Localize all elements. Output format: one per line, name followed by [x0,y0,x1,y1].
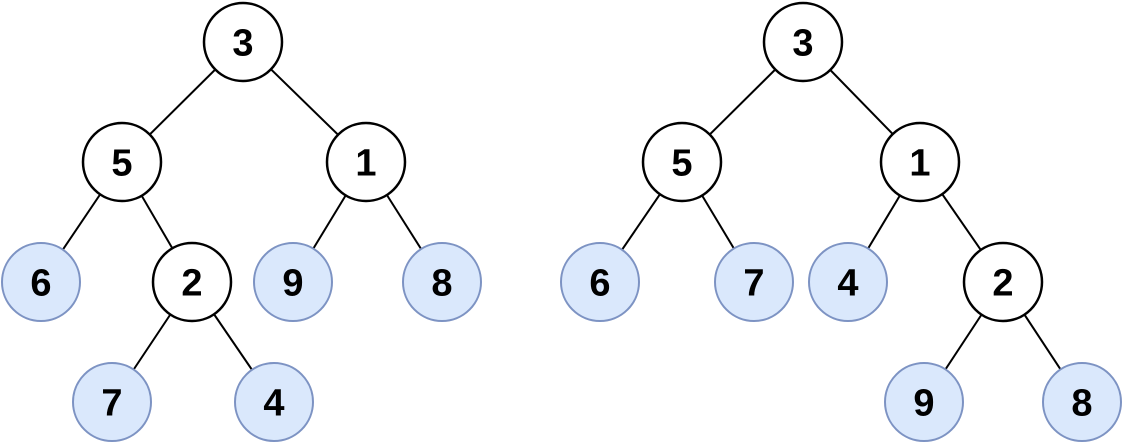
tree1-node-4-label: 4 [263,383,284,425]
tree2: 3 5 1 6 7 4 2 9 8 [560,1,1122,442]
tree2-node-6-label: 6 [589,263,610,305]
tree2-node-5-circle [641,121,723,203]
tree1-node-3-circle [202,1,284,83]
tree1-node-4: 4 [234,362,314,442]
tree1-node-9: 9 [253,242,333,322]
tree1-node-5: 5 [81,121,163,203]
tree1: 3 5 1 6 2 9 8 7 4 [1,1,482,442]
tree1-node-2-label: 2 [181,263,202,305]
tree1-node-5-circle [81,121,163,203]
tree2-node-3-circle [762,1,844,83]
tree2-node-1-label: 1 [909,143,930,185]
tree2-node-3: 3 [762,1,844,83]
tree1-node-1-circle [325,121,407,203]
tree1-node-7-circle [72,362,152,442]
tree1-node-6-label: 6 [30,263,51,305]
tree1-node-9-circle [253,242,333,322]
tree2-node-7-label: 7 [743,263,764,305]
tree2-node-7-circle [714,242,794,322]
tree1-node-8: 8 [402,242,482,322]
tree1-node-7-label: 7 [101,383,122,425]
tree1-node-9-label: 9 [282,263,303,305]
tree2-node-6-circle [560,242,640,322]
tree2-node-2: 2 [962,241,1044,323]
tree2-node-2-label: 2 [992,263,1013,305]
tree2-node-8-circle [1042,362,1122,442]
tree2-node-9-circle [884,362,964,442]
tree1-node-5-label: 5 [111,143,132,185]
tree1-node-6-circle [1,242,81,322]
tree2-node-8: 8 [1042,362,1122,442]
tree1-node-1: 1 [325,121,407,203]
tree1-node-8-label: 8 [431,263,452,305]
tree1-node-8-circle [402,242,482,322]
tree2-node-7: 7 [714,242,794,322]
tree2-node-9-label: 9 [913,383,934,425]
tree2-node-5-label: 5 [671,143,692,185]
tree1-node-4-circle [234,362,314,442]
tree1-node-2-circle [151,241,233,323]
tree2-node-4: 4 [808,242,888,322]
tree1-node-1-label: 1 [355,143,376,185]
tree2-node-1-circle [879,121,961,203]
tree1-node-7: 7 [72,362,152,442]
tree1-node-3: 3 [202,1,284,83]
tree1-node-2: 2 [151,241,233,323]
tree1-node-6: 6 [1,242,81,322]
tree2-node-2-circle [962,241,1044,323]
tree2-node-6: 6 [560,242,640,322]
tree2-node-1: 1 [879,121,961,203]
tree2-node-4-label: 4 [837,263,858,305]
tree1-node-3-label: 3 [232,23,253,65]
tree2-node-9: 9 [884,362,964,442]
tree2-node-4-circle [808,242,888,322]
tree2-node-3-label: 3 [792,23,813,65]
tree2-node-8-label: 8 [1071,383,1092,425]
tree2-node-5: 5 [641,121,723,203]
